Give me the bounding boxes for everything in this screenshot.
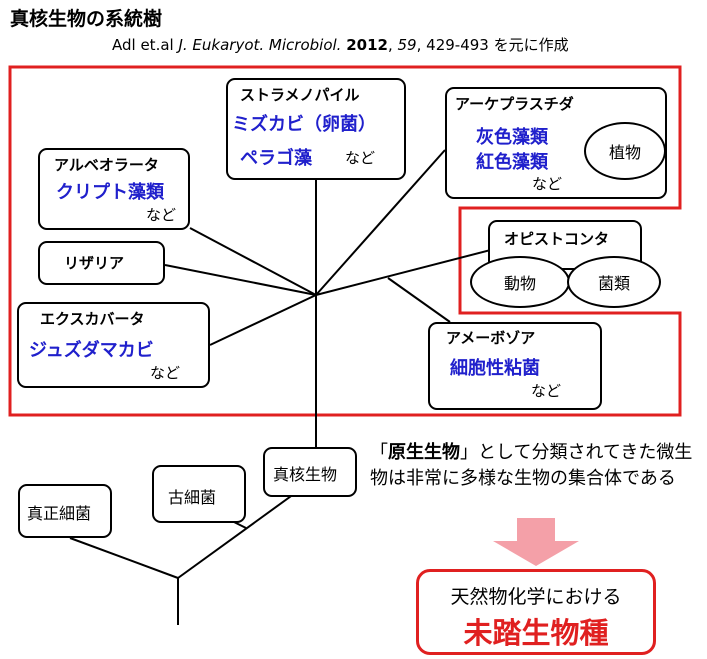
citation-pages: , 429-493 bbox=[416, 36, 494, 54]
stramenopiles-etc: など bbox=[345, 149, 376, 167]
citation-authors: Adl et.al bbox=[112, 36, 179, 54]
excavata-example: ジュズダマカビ bbox=[29, 340, 154, 361]
note-open: 「 bbox=[370, 442, 388, 463]
diagram-title: 真核生物の系統樹 bbox=[10, 8, 163, 30]
fungi-ellipse: 菌類 bbox=[567, 256, 661, 308]
excavata-name: エクスカバータ bbox=[40, 310, 145, 328]
amoebozoa-box bbox=[428, 322, 602, 410]
archaea-box bbox=[152, 465, 246, 523]
alveolata-box bbox=[38, 148, 190, 230]
alveolata-name: アルベオラータ bbox=[54, 156, 159, 174]
archaeplastida-name: アーケプラスチダ bbox=[455, 95, 574, 113]
note-quoted: 原生生物 bbox=[388, 442, 460, 463]
eukaryote-label: 真核生物 bbox=[273, 465, 338, 484]
citation-journal: J. Eukaryot. Microbiol. bbox=[178, 36, 342, 54]
excavata-box bbox=[17, 302, 210, 388]
note-rest: 」として分類されてきた微生物は非常に多様な生物の集合体である bbox=[370, 442, 693, 489]
alveolata-etc: など bbox=[146, 206, 177, 224]
alveolata-example: クリプト藻類 bbox=[56, 182, 164, 203]
citation-year: 2012 bbox=[346, 36, 388, 54]
protist-highlight-frame bbox=[8, 65, 682, 417]
amoebozoa-name: アメーボゾア bbox=[446, 329, 536, 347]
archaeplastida-example-2: 紅色藻類 bbox=[476, 152, 548, 173]
archaeplastida-example-1: 灰色藻類 bbox=[476, 127, 548, 148]
stramenopiles-example-2: ペラゴ藻 bbox=[240, 148, 312, 169]
archaea-label: 古細菌 bbox=[168, 488, 217, 507]
archaeplastida-etc: など bbox=[532, 175, 563, 193]
conclusion-line-1: 天然物化学における bbox=[450, 586, 622, 608]
bacteria-box bbox=[18, 484, 112, 538]
bacteria-label: 真正細菌 bbox=[27, 504, 92, 523]
citation-volume: 59 bbox=[397, 36, 417, 54]
stramenopiles-name: ストラメノパイル bbox=[240, 86, 360, 104]
amoebozoa-etc: など bbox=[531, 382, 562, 400]
protist-note: 「原生生物」として分類されてきた微生物は非常に多様な生物の集合体である bbox=[370, 440, 700, 492]
stramenopiles-box bbox=[226, 78, 406, 180]
animals-ellipse: 動物 bbox=[470, 256, 570, 308]
eukaryote-box bbox=[263, 447, 357, 497]
conclusion-box: 天然物化学における 未踏生物種 bbox=[416, 569, 656, 655]
stramenopiles-example-1: ミズカビ（卵菌） bbox=[232, 114, 376, 135]
amoebozoa-example: 細胞性粘菌 bbox=[450, 358, 540, 379]
rhizaria-box bbox=[38, 241, 165, 285]
opisthokonta-name: オピストコンタ bbox=[504, 230, 610, 248]
plants-ellipse: 植物 bbox=[584, 122, 666, 180]
citation: Adl et.al J. Eukaryot. Microbiol. 2012 , … bbox=[112, 36, 569, 54]
excavata-etc: など bbox=[150, 364, 181, 382]
rhizaria-name: リザリア bbox=[64, 254, 125, 272]
citation-suffix: を元に作成 bbox=[493, 36, 569, 54]
down-arrow bbox=[493, 518, 579, 566]
conclusion-line-2: 未踏生物種 bbox=[463, 616, 609, 650]
